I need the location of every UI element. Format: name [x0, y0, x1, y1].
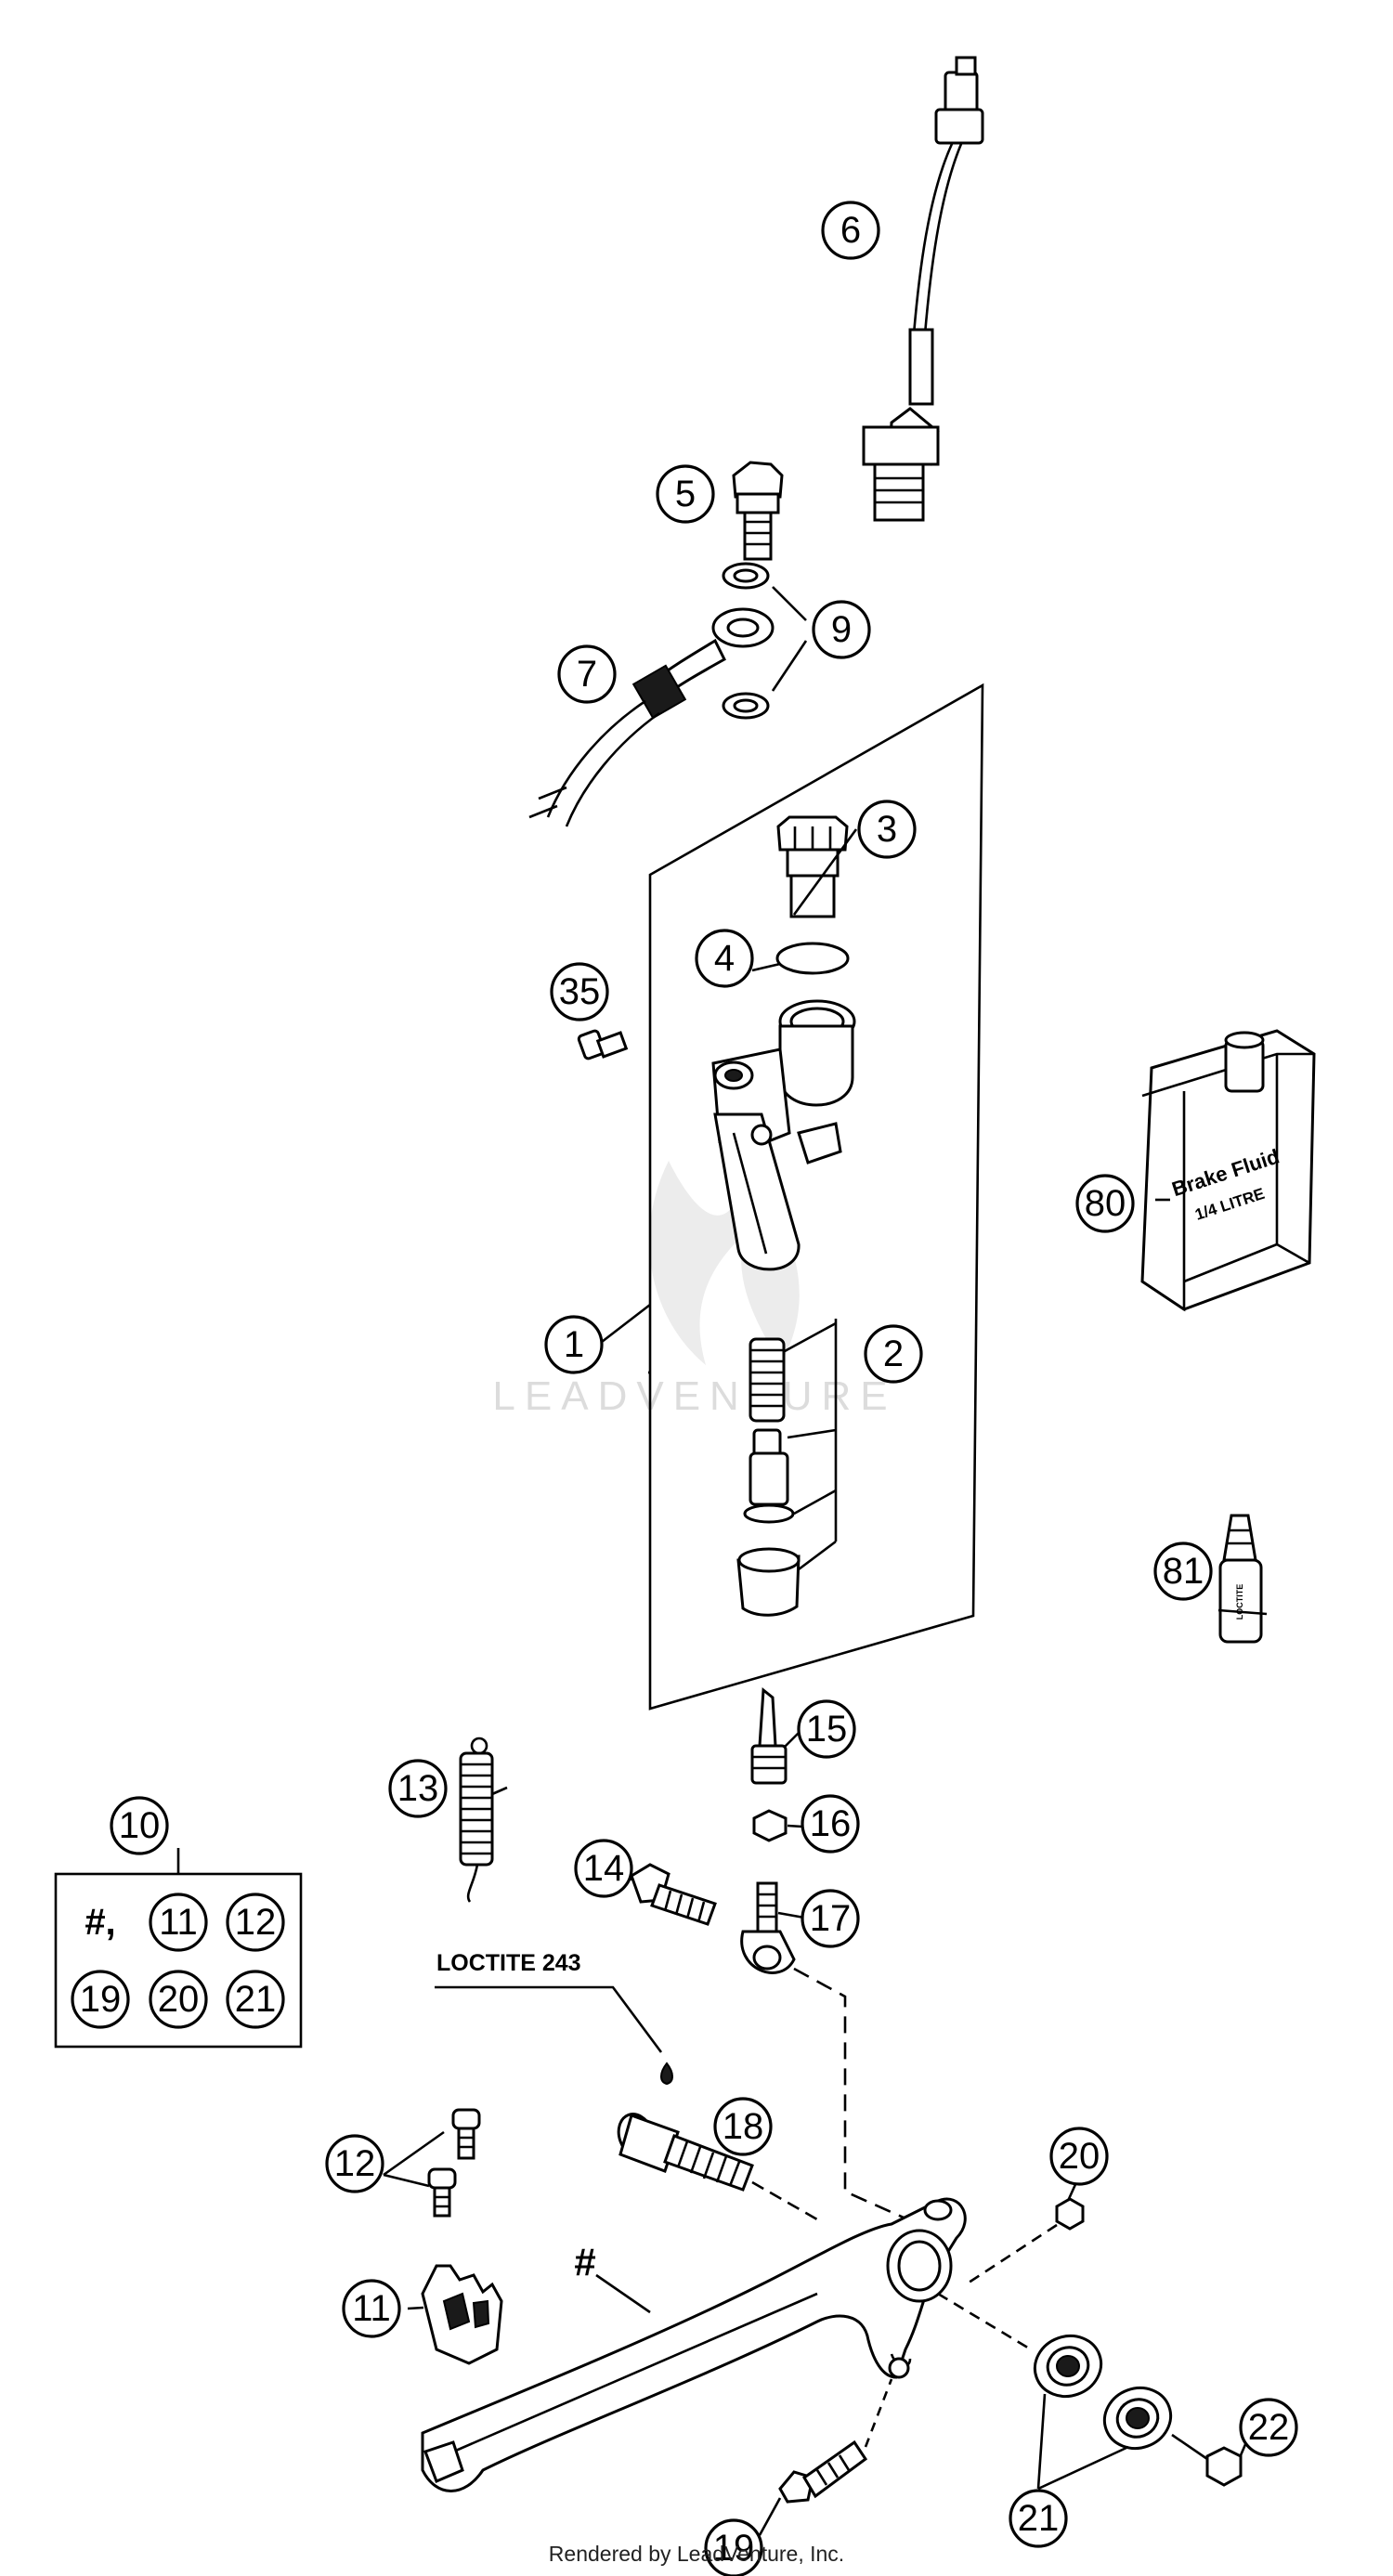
- screw: [577, 1029, 629, 1060]
- svg-text:9: 9: [831, 609, 852, 650]
- svg-text:18: 18: [723, 2106, 764, 2147]
- push-rod: [750, 1687, 788, 1785]
- svg-text:1: 1: [564, 1324, 584, 1365]
- pedal-hash: #: [574, 2241, 595, 2284]
- svg-text:4: 4: [714, 938, 735, 979]
- svg-text:13: 13: [397, 1768, 439, 1809]
- master-cylinder-body: [711, 999, 856, 1271]
- pedal-nut: [1055, 2197, 1085, 2231]
- callout-19: 19: [704, 2518, 763, 2576]
- callout-1: 1: [544, 1315, 604, 1374]
- kit-item-11: 11: [149, 1893, 208, 1952]
- callout-11: 11: [342, 2279, 401, 2338]
- callout-80: 80: [1075, 1174, 1135, 1233]
- svg-text:80: 80: [1085, 1183, 1126, 1224]
- svg-text:2: 2: [883, 1334, 904, 1374]
- callout-16: 16: [801, 1794, 860, 1854]
- svg-text:22: 22: [1248, 2407, 1290, 2448]
- svg-text:7: 7: [577, 654, 597, 695]
- pivot-bolt: [617, 2113, 818, 2221]
- bearings: [937, 2292, 1173, 2450]
- svg-text:19: 19: [80, 1979, 122, 2020]
- o-ring: [775, 942, 850, 975]
- callout-7: 7: [557, 644, 617, 704]
- svg-text:11: 11: [352, 2288, 391, 2329]
- leader-lines: [176, 586, 1268, 2536]
- callout-18: 18: [713, 2097, 773, 2156]
- svg-text:10: 10: [119, 1805, 161, 1846]
- svg-text:20: 20: [158, 1979, 200, 2020]
- brake-hose: [528, 562, 775, 827]
- callout-4: 4: [695, 929, 754, 988]
- brake-pedal: #: [421, 2197, 967, 2492]
- svg-text:15: 15: [806, 1709, 848, 1750]
- bolt: [630, 1863, 717, 1926]
- loctite-tube: LOCTITE: [1218, 1514, 1263, 1644]
- reservoir-cap: [776, 815, 849, 918]
- svg-text:14: 14: [583, 1848, 625, 1889]
- kit-item-12: 12: [226, 1893, 285, 1952]
- svg-text:17: 17: [810, 1898, 852, 1939]
- banjo-bolt: [732, 461, 784, 561]
- callout-3: 3: [857, 800, 917, 859]
- loctite-243-text: LOCTITE 243: [436, 1950, 581, 1976]
- svg-text:20: 20: [1059, 2136, 1100, 2177]
- callout-10: 10: [110, 1796, 169, 1855]
- svg-text:12: 12: [235, 1902, 277, 1943]
- svg-text:35: 35: [559, 971, 601, 1012]
- callout-15: 15: [797, 1699, 856, 1759]
- brake-fluid-bottle: Brake Fluid 1/4 LITRE: [1140, 1029, 1316, 1312]
- svg-text:5: 5: [675, 474, 696, 514]
- callout-20: 20: [1049, 2127, 1109, 2186]
- bearing-nut: [1205, 2446, 1243, 2487]
- spring: [459, 1737, 494, 1903]
- brake-light-switch: [862, 56, 984, 522]
- kit-item-19: 19: [71, 1970, 130, 2029]
- callout-2: 2: [864, 1324, 923, 1384]
- svg-text:16: 16: [810, 1803, 852, 1844]
- lower-bolt: [778, 2378, 893, 2504]
- footer-text: Rendered by LeadVenture, Inc.: [549, 2542, 844, 2566]
- svg-text:81: 81: [1163, 1551, 1204, 1592]
- callout-5: 5: [656, 464, 715, 524]
- callout-12: 12: [325, 2134, 384, 2193]
- callout-9: 9: [812, 600, 871, 659]
- callout-13: 13: [388, 1759, 448, 1818]
- kit-box-hash: #,: [85, 1902, 115, 1943]
- master-cylinder-frame: [648, 683, 984, 1711]
- kit-item-20: 20: [149, 1970, 208, 2029]
- tube-label: LOCTITE: [1235, 1584, 1244, 1620]
- kit-item-21: 21: [226, 1970, 285, 2029]
- callout-6: 6: [821, 201, 880, 260]
- callout-14: 14: [574, 1839, 633, 1898]
- callout-81: 81: [1153, 1542, 1213, 1601]
- svg-text:21: 21: [235, 1979, 277, 2020]
- callout-22: 22: [1239, 2398, 1298, 2457]
- watermark-text: LEADVENTURE: [492, 1373, 896, 1419]
- svg-text:11: 11: [159, 1902, 198, 1943]
- loctite-label: LOCTITE 243: [435, 1950, 673, 2086]
- piston-kit: [736, 1319, 838, 1617]
- svg-text:3: 3: [877, 809, 897, 850]
- svg-text:12: 12: [334, 2143, 376, 2184]
- callout-17: 17: [801, 1889, 860, 1948]
- svg-text:6: 6: [840, 210, 861, 251]
- svg-text:21: 21: [1018, 2498, 1060, 2539]
- svg-text:19: 19: [713, 2528, 755, 2569]
- clevis: [740, 1881, 930, 2231]
- callout-35: 35: [550, 962, 609, 1021]
- footrest-screws: [427, 2108, 481, 2218]
- nut: [752, 1809, 788, 1842]
- callout-21: 21: [1009, 2489, 1068, 2548]
- footrest-pad: [421, 2264, 503, 2365]
